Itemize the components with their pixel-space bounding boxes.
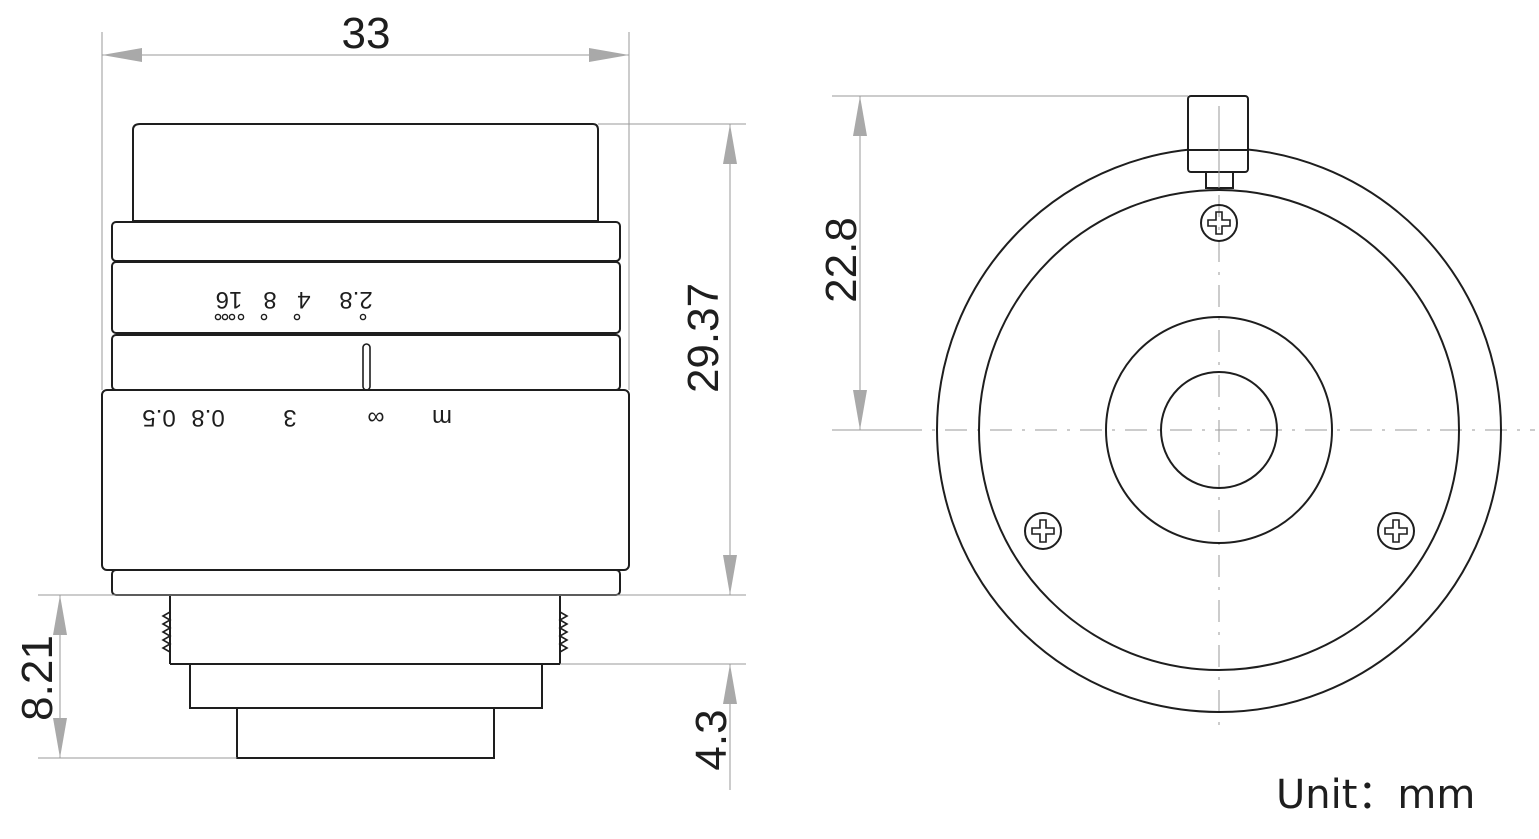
aperture-label-16: 16 [216,286,243,313]
front-view [900,95,1535,735]
unit-label: Unit：mm [1276,772,1475,818]
locking-knob [1187,95,1249,189]
index-mark [362,343,371,391]
focus-scale: m ∞ 3 0.8 0.5 [142,404,452,431]
inner-ring [978,189,1460,671]
lens-element-circle [1160,371,1278,489]
aperture-ring [111,261,621,334]
dimension-body-length: 29.37 [679,124,737,595]
aperture-scale: 2.8 4 8 16 [214,286,373,321]
focus-ring [101,389,630,571]
side-view-dimensions: 33 29.37 8.21 4.3 [13,9,746,790]
lens-hood [132,123,599,222]
aperture-label-4: 4 [297,286,310,313]
thread-right [558,611,569,653]
dimension-width-label: 33 [342,9,391,58]
dimension-front-height: 22.8 [817,95,1188,431]
front-ring [111,221,621,262]
dimension-body-length-label: 29.37 [679,283,728,393]
aperture-label-8: 8 [263,286,276,313]
dimension-mount-length: 8.21 [13,595,67,758]
threaded-mount [161,596,569,665]
focus-label-m: m [432,404,452,431]
rear-lip [111,569,621,596]
aperture-label-2-8: 2.8 [339,286,372,313]
dimension-mount-length-label: 8.21 [13,635,62,721]
focus-label-0-5: 0.5 [142,404,175,431]
focus-label-0-8: 0.8 [191,404,224,431]
aperture-dots [214,313,367,321]
focus-label-3: 3 [283,404,296,431]
rear-barrel [189,663,543,709]
screw-left [1024,512,1062,550]
dimension-width: 33 [102,9,629,62]
rear-element [236,707,495,759]
thread-left [161,611,172,653]
screw-top [1200,204,1238,242]
screw-right [1377,512,1415,550]
side-view: 2.8 4 8 16 m ∞ 3 0.8 0.5 [101,123,630,759]
dimension-back-length-label: 4.3 [687,709,736,770]
dimension-front-height-label: 22.8 [817,217,866,303]
focus-label-infinity: ∞ [367,404,384,431]
dimension-back-length: 4.3 [687,664,737,790]
lens-barrel-circle [1105,316,1333,544]
